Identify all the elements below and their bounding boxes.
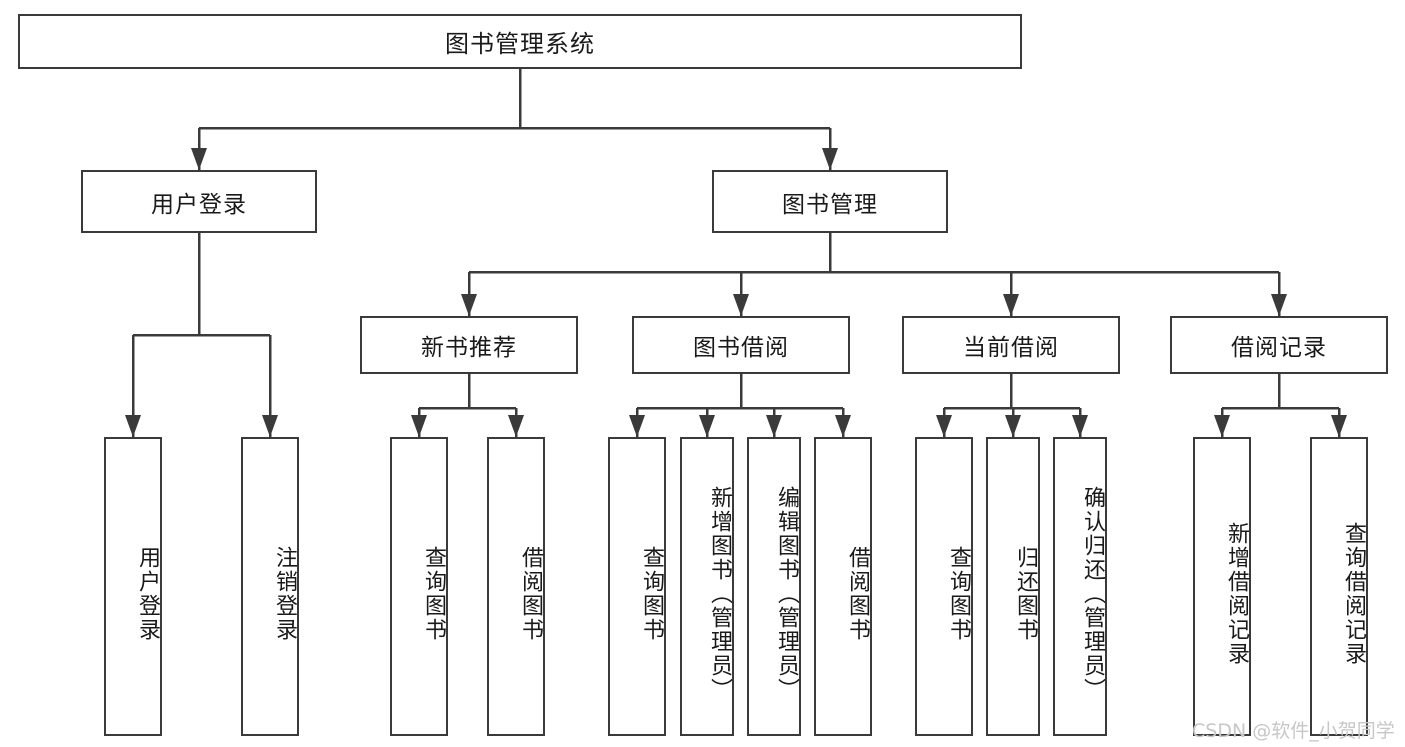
node-label: 确认归还（管理员） bbox=[1080, 485, 1105, 702]
arrowhead-icon bbox=[629, 415, 645, 437]
arrowhead-icon bbox=[191, 148, 207, 170]
node-leaf-query-book-2[interactable]: 查询图书 bbox=[608, 437, 666, 736]
node-label: 图书借阅 bbox=[693, 335, 789, 361]
node-leaf-add-record[interactable]: 新增借阅记录 bbox=[1193, 437, 1251, 736]
arrowhead-icon bbox=[1003, 294, 1019, 316]
watermark-label: CSDN @软件_小贺同学 bbox=[1192, 720, 1395, 742]
node-label: 借阅图书 bbox=[845, 545, 870, 642]
node-current-borrow[interactable]: 当前借阅 bbox=[902, 316, 1120, 374]
node-label: 借阅图书 bbox=[518, 545, 543, 642]
arrowhead-icon bbox=[508, 415, 524, 437]
node-label: 用户登录 bbox=[135, 545, 160, 642]
arrowhead-icon bbox=[461, 294, 477, 316]
node-label: 当前借阅 bbox=[963, 335, 1059, 361]
node-label: 注销登录 bbox=[272, 545, 297, 642]
node-leaf-borrow-book-1[interactable]: 借阅图书 bbox=[487, 437, 545, 736]
node-label: 新书推荐 bbox=[421, 335, 517, 361]
node-leaf-add-book[interactable]: 新增图书（管理员） bbox=[680, 437, 734, 736]
node-label: 图书管理系统 bbox=[445, 30, 595, 58]
node-label: 编辑图书（管理员） bbox=[774, 485, 799, 702]
node-login[interactable]: 用户登录 bbox=[81, 170, 317, 233]
node-label: 查询图书 bbox=[946, 545, 971, 642]
node-book-borrow[interactable]: 图书借阅 bbox=[632, 316, 850, 374]
arrowhead-icon bbox=[699, 415, 715, 437]
node-label: 用户登录 bbox=[151, 191, 247, 218]
node-label: 借阅记录 bbox=[1231, 335, 1327, 361]
node-label: 归还图书 bbox=[1013, 545, 1038, 642]
arrowhead-icon bbox=[766, 415, 782, 437]
node-leaf-query-record[interactable]: 查询借阅记录 bbox=[1310, 437, 1368, 736]
node-label: 新增借阅记录 bbox=[1224, 521, 1249, 666]
node-book-mgmt[interactable]: 图书管理 bbox=[712, 170, 948, 233]
arrowhead-icon bbox=[1072, 415, 1088, 437]
arrowhead-icon bbox=[1331, 415, 1347, 437]
arrowhead-icon bbox=[125, 415, 141, 437]
node-leaf-confirm-return[interactable]: 确认归还（管理员） bbox=[1053, 437, 1107, 736]
arrowhead-icon bbox=[936, 415, 952, 437]
node-leaf-borrow-book-2[interactable]: 借阅图书 bbox=[814, 437, 872, 736]
arrowhead-icon bbox=[1005, 415, 1021, 437]
node-leaf-user-logout[interactable]: 注销登录 bbox=[241, 437, 299, 736]
node-leaf-query-book-1[interactable]: 查询图书 bbox=[390, 437, 448, 736]
arrowhead-icon bbox=[262, 415, 278, 437]
arrowhead-icon bbox=[1271, 294, 1287, 316]
node-label: 新增图书（管理员） bbox=[707, 485, 732, 702]
node-leaf-edit-book[interactable]: 编辑图书（管理员） bbox=[747, 437, 801, 736]
node-new-book-rec[interactable]: 新书推荐 bbox=[360, 316, 578, 374]
node-leaf-user-login[interactable]: 用户登录 bbox=[104, 437, 162, 736]
node-leaf-return-book[interactable]: 归还图书 bbox=[986, 437, 1040, 736]
arrowhead-icon bbox=[822, 148, 838, 170]
node-label: 查询借阅记录 bbox=[1341, 521, 1366, 666]
node-borrow-record[interactable]: 借阅记录 bbox=[1170, 316, 1388, 374]
node-root[interactable]: 图书管理系统 bbox=[18, 14, 1022, 69]
arrowhead-icon bbox=[733, 294, 749, 316]
node-label: 图书管理 bbox=[782, 191, 878, 218]
node-label: 查询图书 bbox=[639, 545, 664, 642]
arrowhead-icon bbox=[835, 415, 851, 437]
node-leaf-query-book-3[interactable]: 查询图书 bbox=[915, 437, 973, 736]
node-label: 查询图书 bbox=[421, 545, 446, 642]
arrowhead-icon bbox=[411, 415, 427, 437]
arrowhead-icon bbox=[1214, 415, 1230, 437]
